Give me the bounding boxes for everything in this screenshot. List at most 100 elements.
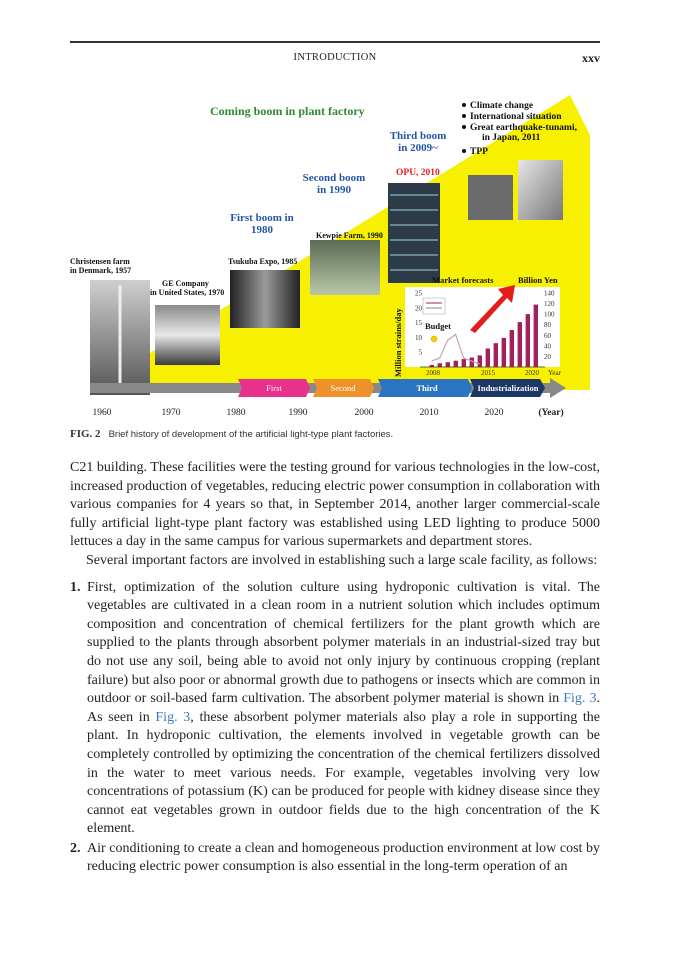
factor-item-2-line-1: Great earthquake-tunami, — [470, 123, 578, 133]
page-number: xxv — [582, 51, 600, 65]
first-boom-line-2: 1980 — [251, 224, 274, 236]
opu-label: OPU, 2010 — [396, 168, 440, 178]
ge-label-line-1: GE Company — [162, 279, 209, 288]
left-tick-label: 20 — [415, 304, 423, 312]
third-boom-line-2: in 2009~ — [398, 142, 438, 154]
list-number-2: 2. — [70, 840, 81, 856]
left-tick-label: 25 — [415, 290, 423, 298]
tsukuba-label: Tsukuba Expo, 1985 — [228, 257, 297, 266]
chart-bar — [461, 359, 466, 367]
right-tick-label: 40 — [544, 342, 552, 350]
chart-bar — [517, 322, 522, 367]
fig3-link[interactable]: Fig. 3 — [563, 691, 597, 707]
left-tick-label: 15 — [415, 319, 423, 327]
chart-bar — [525, 314, 530, 367]
kewpie-label: Kewpie Farm, 1990 — [316, 231, 383, 240]
chart-title: Market forecasts — [432, 275, 494, 285]
factor-item-1: International situation — [470, 112, 562, 122]
phase-third-label: Third — [416, 383, 438, 393]
running-title: INTRODUCTION — [293, 52, 377, 63]
chart-bar — [437, 363, 442, 367]
phase-arrows: First Second Third Industrialization — [238, 379, 545, 397]
forecast-arrow-icon — [470, 285, 515, 333]
chart-bar — [533, 304, 538, 367]
caption-text: Brief history of development of the arti… — [108, 429, 394, 440]
left-tick-label: 5 — [419, 349, 423, 357]
chart-bar — [501, 337, 506, 367]
factory-interior-photo — [518, 160, 563, 220]
budget-marker — [430, 335, 438, 343]
kewpie-farm-photo — [310, 240, 380, 295]
factor-list: Climate change International situation G… — [462, 101, 578, 157]
chart-bars — [429, 304, 538, 367]
year-1960: 1960 — [93, 408, 112, 418]
phase-first: First — [238, 379, 310, 397]
right-tick-label: 120 — [544, 300, 555, 308]
phase-first-label: First — [266, 383, 282, 393]
year-1980: 1980 — [227, 408, 246, 418]
third-boom-line-1: Third boom — [390, 130, 447, 142]
list-number-1: 1. — [70, 579, 81, 595]
factor-item-2: Great earthquake-tunami,in Japan, 2011 — [470, 123, 578, 143]
right-tick-label: 60 — [544, 332, 552, 340]
phase-second-label: Second — [330, 383, 356, 393]
x-tick-label: 2008 — [426, 369, 441, 377]
chart-bar — [485, 348, 490, 367]
year-2010: 2010 — [420, 408, 439, 418]
figure-title: Coming boom in plant factory — [210, 104, 365, 118]
phase-industrialization-label: Industrialization — [478, 383, 539, 393]
body-text: C21 building. These facilities were the … — [70, 459, 600, 878]
year-1970: 1970 — [162, 408, 181, 418]
ge-company-photo — [155, 305, 220, 365]
factor-item-2-line-2: in Japan, 2011 — [482, 133, 541, 143]
opu-photo-shelves — [390, 194, 438, 271]
paragraph-1: C21 building. These facilities were the … — [70, 460, 600, 550]
christensen-label-line-2: in Denmark, 1957 — [70, 266, 131, 275]
year-2000: 2000 — [355, 408, 374, 418]
chart-bar — [429, 364, 434, 367]
chart-bar — [469, 357, 474, 367]
list-item-1-text-b: . As seen in — [87, 691, 600, 725]
legend-box — [422, 297, 446, 315]
bullet-icon — [462, 125, 466, 129]
chart-bar — [453, 360, 458, 367]
phase-industrialization: Industrialization — [470, 379, 545, 397]
header-rule — [70, 41, 600, 43]
list-item-1-text-c: , these absorbent polymer materials also… — [87, 709, 600, 837]
right-tick-label: 100 — [544, 311, 555, 319]
phase-second: Second — [313, 379, 374, 397]
second-boom-line-2: in 1990 — [317, 184, 351, 196]
second-boom-line-1: Second boom — [303, 172, 366, 184]
list-item-2: 2. Air conditioning to create a clean an… — [70, 840, 600, 877]
list-item-1: 1. First, optimization of the solution c… — [70, 579, 600, 839]
caption-label: FIG. 2 — [70, 428, 101, 440]
factory-building-photo — [468, 175, 513, 220]
chart-bar — [445, 362, 450, 367]
bullet-icon — [462, 103, 466, 107]
opu-photo — [388, 183, 440, 283]
christensen-label-line-1: Christensen farm — [70, 257, 130, 266]
market-forecast-chart: Market forecasts Billion Yen Million str… — [393, 275, 562, 377]
factor-numbered-list: 1. First, optimization of the solution c… — [70, 579, 600, 878]
bullet-icon — [462, 149, 466, 153]
year-1990: 1990 — [289, 408, 308, 418]
right-tick-label: 140 — [544, 290, 555, 298]
x-axis-label: Year — [548, 369, 562, 377]
bullet-icon — [462, 114, 466, 118]
budget-label: Budget — [425, 321, 451, 331]
ge-label-line-2: in United States, 1970 — [150, 288, 224, 297]
year-unit: (Year) — [538, 407, 563, 418]
figure-plant-factory-history: Coming boom in plant factory Climate cha… — [70, 95, 590, 418]
x-tick-label: 2015 — [481, 369, 496, 377]
list-item-2-text: Air conditioning to create a clean and h… — [87, 840, 600, 875]
figure-caption: FIG. 2 Brief history of development of th… — [70, 428, 393, 440]
chart-bar — [493, 343, 498, 367]
right-tick-label: 80 — [544, 321, 552, 329]
year-2020: 2020 — [485, 408, 504, 418]
list-item-1-text-a: First, optimization of the solution cult… — [87, 579, 600, 707]
fig3-link-2[interactable]: Fig. 3 — [155, 709, 191, 725]
